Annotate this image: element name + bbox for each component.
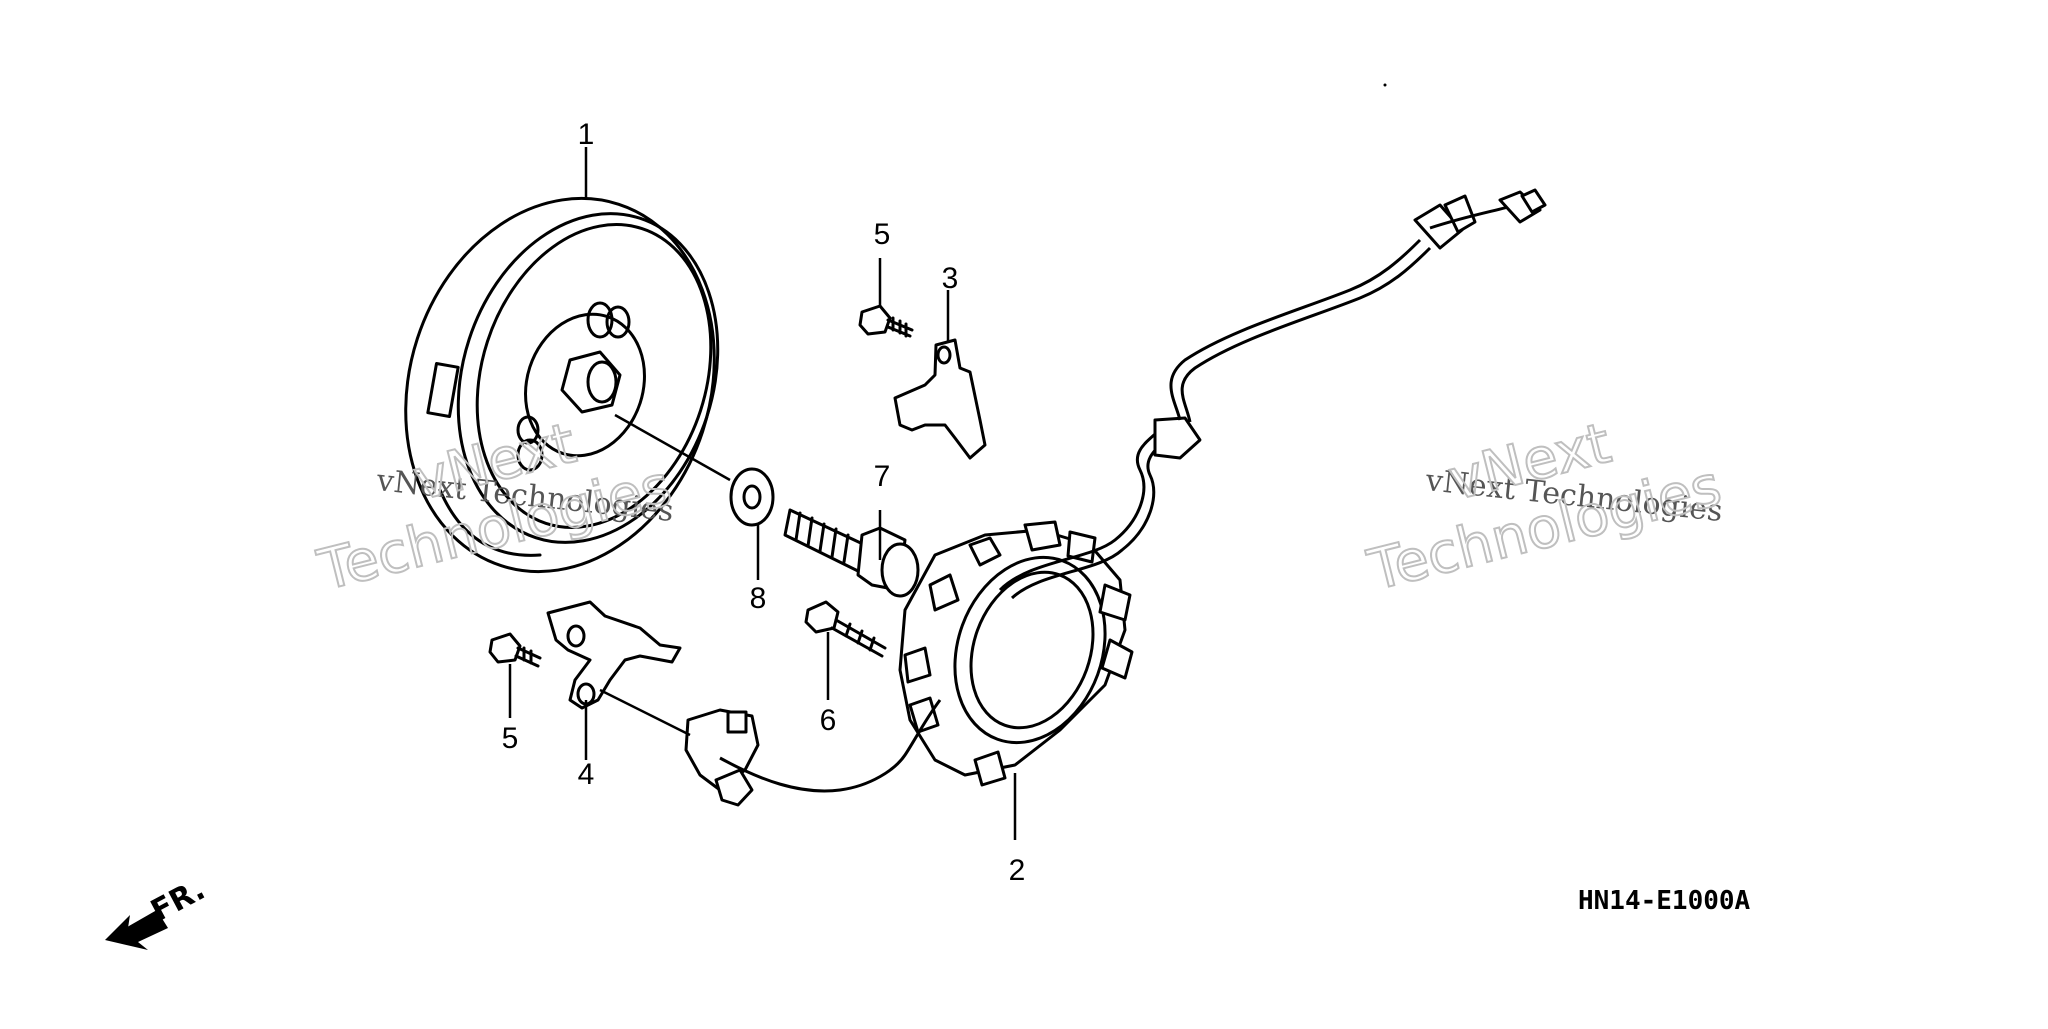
speck-dot	[1383, 83, 1387, 87]
callout-5-upper: 5	[874, 218, 891, 251]
callout-5-lower: 5	[502, 722, 519, 755]
flywheel-part	[404, 196, 720, 574]
callout-2: 2	[1009, 854, 1026, 887]
washer-part	[729, 467, 775, 527]
watermark-right: vNext Technologies vNext Technologies	[1361, 410, 1729, 605]
front-direction-arrow-icon	[105, 909, 168, 950]
upper-small-bolt-part	[858, 304, 914, 338]
callout-1: 1	[578, 118, 595, 151]
callout-3: 3	[942, 262, 959, 295]
flange-bolt-part	[783, 508, 920, 598]
long-bolt-part	[804, 600, 887, 658]
pulse-generator-bracket-part	[546, 600, 682, 710]
upper-wire-clamp-part	[893, 338, 987, 460]
wiring-harness-part	[719, 188, 1547, 793]
stator-part	[898, 520, 1134, 787]
shaft-alignment-line	[614, 413, 731, 482]
callout-7: 7	[874, 460, 891, 493]
leader-lines	[508, 147, 1017, 840]
callout-8: 8	[750, 582, 767, 615]
drawing-code: HN14-E1000A	[1578, 886, 1751, 916]
callout-4: 4	[578, 758, 595, 791]
lower-small-bolt-part	[488, 632, 542, 668]
callout-6: 6	[820, 704, 837, 737]
